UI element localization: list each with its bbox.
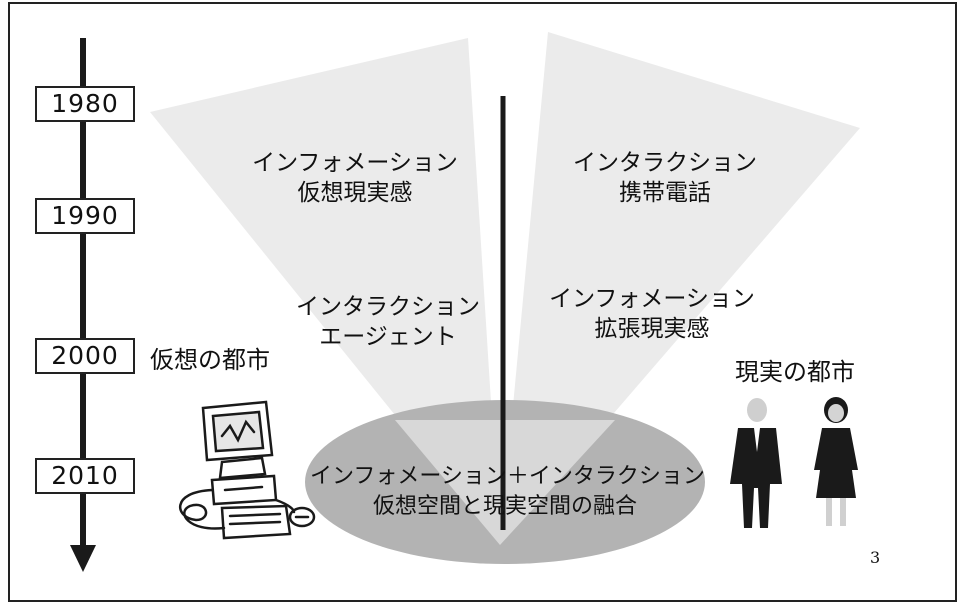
year-label-2000: 2000 — [35, 338, 135, 374]
right-lower-text: インフォメーション 拡張現実感 — [542, 284, 762, 344]
left-upper-line2: 仮想現実感 — [297, 180, 413, 206]
right-upper-text: インタラクション 携帯電話 — [565, 148, 765, 208]
center-bottom-line1: インフォメーション＋インタラクション — [310, 464, 705, 489]
year-label-1990: 1990 — [35, 198, 135, 234]
center-bottom-line2: 仮想空間と現実空間の融合 — [372, 494, 637, 519]
left-upper-text: インフォメーション 仮想現実感 — [250, 148, 460, 208]
year-label-1980: 1980 — [35, 86, 135, 122]
right-lower-line2: 拡張現実感 — [594, 316, 710, 342]
right-lower-line1: インフォメーション — [549, 286, 755, 312]
year-label-2010: 2010 — [35, 458, 135, 494]
businessman-icon — [730, 398, 782, 528]
computer-icon — [179, 400, 316, 540]
businesswoman-icon — [814, 397, 858, 526]
real-city-label: 現実の都市 — [735, 358, 855, 386]
center-bottom-text: インフォメーション＋インタラクション 仮想空間と現実空間の融合 — [310, 462, 705, 522]
left-lower-text: インタラクション エージェント — [288, 292, 488, 352]
left-lower-line1: インタラクション — [296, 294, 480, 320]
right-upper-line2: 携帯電話 — [619, 180, 711, 206]
left-upper-line1: インフォメーション — [252, 150, 458, 176]
right-upper-line1: インタラクション — [573, 150, 757, 176]
slide-frame — [8, 2, 957, 602]
virtual-city-label: 仮想の都市 — [150, 346, 270, 374]
left-lower-line2: エージェント — [319, 324, 457, 350]
timeline-arrow — [70, 545, 96, 572]
page-number: 3 — [870, 548, 881, 567]
